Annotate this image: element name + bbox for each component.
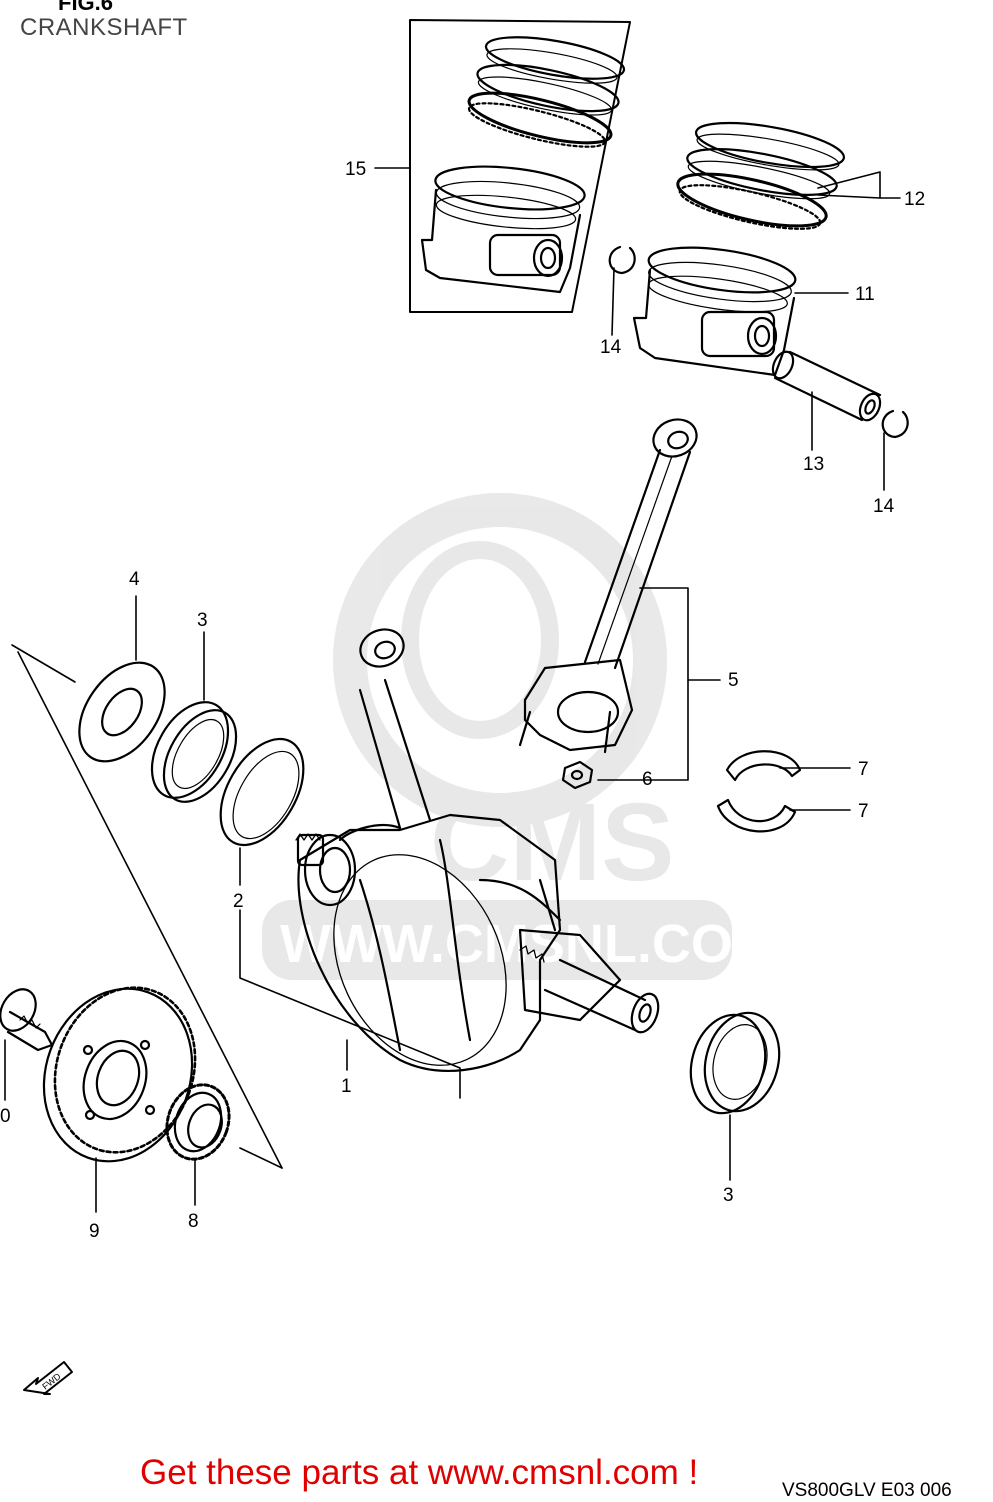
bearing-shell-7-upper	[725, 750, 802, 782]
piston-ring-set-12	[676, 121, 846, 230]
watermark-url: WWW.CMSNL.COM	[280, 914, 778, 974]
callout-7: 7	[858, 801, 869, 822]
watermark-logo-text: CMS	[430, 781, 674, 904]
callout-11: 11	[855, 284, 875, 305]
cms-watermark: CMS WWW.CMSNL.COM	[262, 493, 778, 980]
get-parts-link[interactable]: Get these parts at www.cmsnl.com !	[140, 1453, 699, 1492]
callout-13: 13	[803, 454, 824, 475]
circlip-14-a	[608, 245, 636, 275]
callouts: 15 12 11 14 13 14 4 3 5 6 7 7 2 1 0 9 8 …	[0, 159, 925, 1242]
crankshaft-1	[295, 628, 660, 1072]
thrust-washer-4	[78, 661, 166, 763]
callout-15: 15	[345, 159, 366, 180]
callout-2: 2	[233, 891, 244, 912]
callout-1: 1	[341, 1076, 352, 1097]
gear-8	[165, 1083, 231, 1161]
nut-6	[561, 760, 594, 790]
connecting-rod-5	[518, 418, 698, 754]
callout-3: 3	[197, 610, 208, 631]
leader-lines	[4, 167, 901, 1213]
callout-3: 3	[723, 1185, 734, 1206]
callout-6: 6	[642, 769, 653, 790]
callout-10: 0	[0, 1106, 11, 1127]
piston-set-15	[409, 19, 631, 313]
circlip-14-b	[881, 409, 909, 439]
main-bearing-3-right	[689, 1011, 781, 1115]
fwd-arrow-icon: FWD	[23, 1361, 73, 1395]
figure-title: FIG.6	[58, 0, 114, 15]
callout-12: 12	[904, 189, 925, 210]
callout-14: 14	[873, 496, 895, 517]
callout-7: 7	[858, 759, 869, 780]
callout-8: 8	[188, 1211, 199, 1232]
assembly-outline	[11, 644, 283, 1169]
drawing-code: VS800GLV E03 006	[782, 1480, 952, 1501]
piston-pin-13	[771, 350, 882, 422]
callout-9: 9	[89, 1221, 100, 1242]
bolt-10	[0, 988, 54, 1052]
piston-11	[632, 246, 797, 377]
callout-5: 5	[728, 670, 739, 691]
bearing-shell-7-lower	[716, 798, 797, 833]
main-bearing-3-left	[150, 701, 238, 803]
callout-4: 4	[129, 569, 140, 590]
figure-subtitle: CRANKSHAFT	[20, 14, 188, 41]
shim-2	[219, 737, 305, 847]
callout-14: 14	[600, 337, 622, 358]
